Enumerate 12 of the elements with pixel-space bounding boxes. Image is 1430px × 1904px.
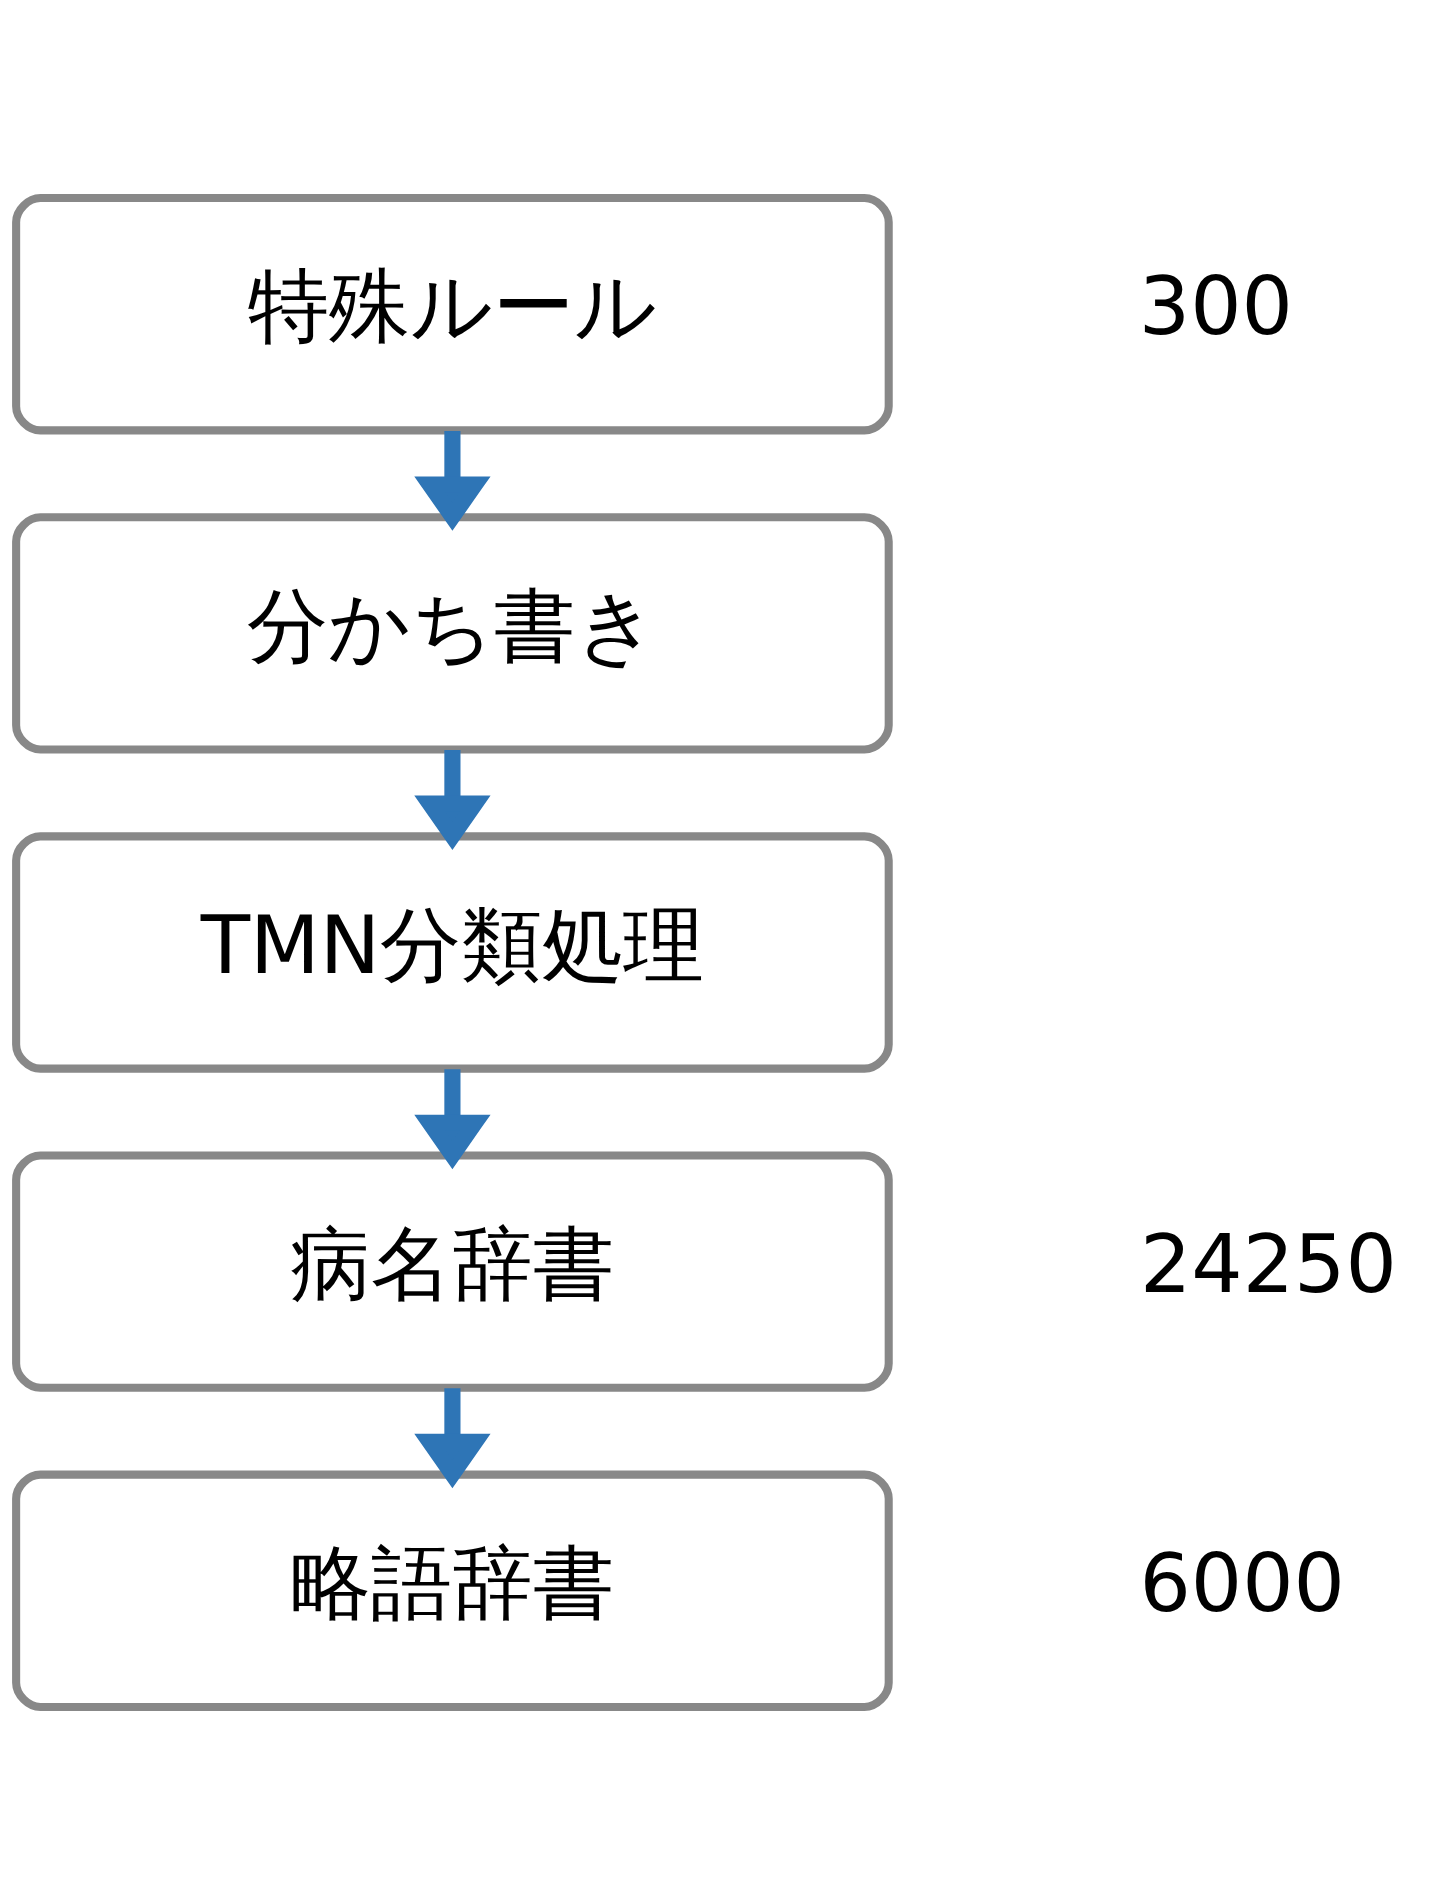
arrow (414, 1387, 491, 1488)
node-box: 病名辞書 (12, 1150, 893, 1392)
node-label: 24250 (1139, 1216, 1397, 1311)
node-label: 6000 (1139, 1535, 1345, 1630)
node-box: TMN分類処理 (12, 831, 893, 1073)
node-box: 分かち書き (12, 512, 893, 754)
arrow (414, 1068, 491, 1169)
node-box: 略語辞書 (12, 1470, 893, 1711)
arrow (414, 749, 491, 850)
arrow (414, 430, 491, 531)
node-label: 300 (1138, 258, 1294, 353)
node-box: 特殊ルール (12, 193, 893, 434)
